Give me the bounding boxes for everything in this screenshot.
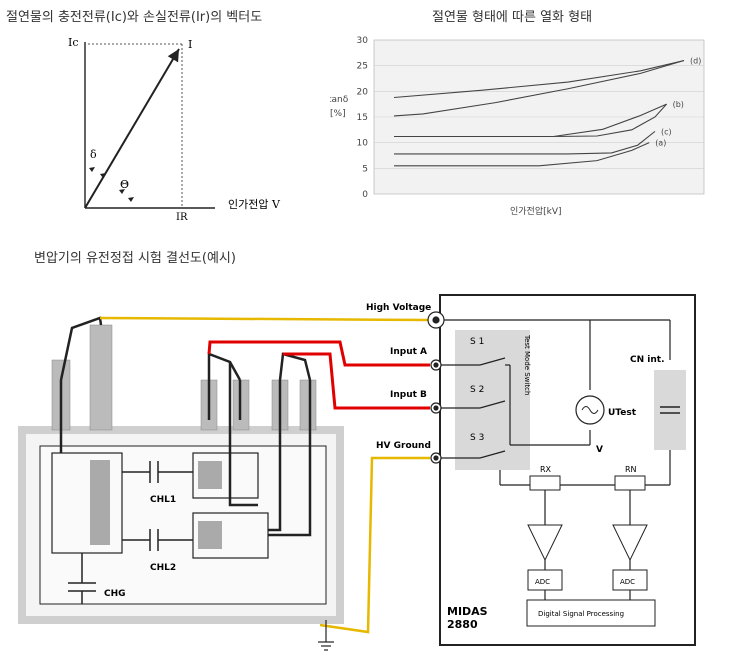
- switch-s1-label: S 1: [470, 337, 484, 347]
- amplifier-n-icon: [612, 524, 648, 562]
- dsp-box: [526, 599, 656, 627]
- hv-core: [90, 460, 110, 545]
- model-label: 2880: [447, 618, 478, 631]
- adc-x-label: ADC: [535, 578, 550, 586]
- rx-resistor: [529, 475, 561, 491]
- degradation-chart-title: 절연물 형태에 따른 열화 형태: [432, 10, 593, 25]
- amplifier-x-icon: [527, 524, 563, 562]
- brand-label: MIDAS: [447, 605, 488, 618]
- rn-label: RN: [625, 465, 637, 474]
- theta-label: Θ: [120, 178, 129, 191]
- chl2-label: CHL2: [150, 563, 176, 573]
- vector-x-axis-label: 인가전압 V: [228, 198, 281, 211]
- ir-label: IR: [176, 212, 188, 223]
- chart-y-tick-label: 30: [357, 36, 369, 46]
- hv-winding-box: [51, 452, 123, 554]
- i-label: I: [188, 38, 192, 51]
- delta-label: δ: [90, 148, 97, 161]
- utest-label: UTest: [608, 408, 637, 418]
- wiring-diagram: CHL1 CHL2 CHG Test Mode Switch High Volt…: [18, 294, 696, 651]
- hv-lead: [99, 316, 431, 322]
- bushing-2: [89, 324, 113, 431]
- chart-y-tick-label: 20: [357, 87, 369, 97]
- vector-diagram: Ic I δ Θ IR 인가전압 V: [68, 36, 281, 223]
- switch-s2-label: S 2: [470, 385, 484, 395]
- chart-series-line-3: [394, 103, 667, 138]
- chart-series-label: (b): [673, 100, 684, 109]
- vector-diagram-title: 절연물의 충전전류(Ic)와 손실전류(Ir)의 벡터도: [6, 10, 263, 25]
- chart-series-label: (d): [690, 57, 701, 66]
- chart-series-line-5: [394, 142, 650, 167]
- ground-lead: [319, 456, 430, 634]
- dsp-label: Digital Signal Processing: [538, 610, 624, 618]
- wiring-diagram-title: 변압기의 유전정접 시험 결선도(예시): [34, 251, 236, 266]
- chart-y-tick-label: 25: [357, 62, 368, 72]
- chart-xlabel: 인가전압[kV]: [510, 205, 562, 217]
- chart-ylabel-tan: tanδ: [330, 95, 349, 105]
- current-vector-line: [84, 48, 180, 209]
- chg-label: CHG: [104, 589, 126, 599]
- rn-resistor: [614, 475, 646, 491]
- degradation-chart: 0 5 10 15 20 25 30 (d) (b) (c) (a) tanδ [%] 인가전압[…: [330, 36, 705, 217]
- lv-winding-box-1: [192, 452, 259, 499]
- chart-series-line-0: [393, 60, 685, 117]
- cn-int-label: CN int.: [630, 355, 664, 365]
- adc-n-label: ADC: [620, 578, 635, 586]
- switch-s3-label: S 3: [470, 433, 484, 443]
- input-a-label: Input A: [390, 347, 427, 357]
- ic-label: Ic: [68, 36, 79, 49]
- chart-ylabel-unit: [%]: [330, 109, 346, 119]
- chart-series-label: (a): [655, 139, 666, 148]
- chart-series-label: (c): [661, 127, 672, 136]
- rx-label: RX: [540, 465, 552, 474]
- ground-symbol: [318, 620, 334, 651]
- chart-series-line-4: [394, 130, 656, 155]
- adc-x-box: [527, 569, 563, 591]
- chart-y-tick-label: 5: [362, 164, 368, 174]
- hv-ground-label: HV Ground: [376, 441, 431, 451]
- input-b-label: Input B: [390, 390, 427, 400]
- input-b-lead: [283, 352, 430, 410]
- chart-series-line-1: [393, 59, 685, 99]
- test-mode-switch-label: Test Mode Switch: [523, 334, 531, 395]
- chl1-label: CHL1: [150, 495, 176, 505]
- v-label: V: [596, 445, 603, 455]
- bushing-6: [299, 379, 317, 431]
- high-voltage-label: High Voltage: [366, 303, 431, 313]
- chart-y-tick-label: 0: [362, 190, 368, 200]
- test-mode-switch-block: [455, 330, 530, 470]
- cn-int-block: [654, 370, 686, 450]
- tank-inner: [39, 445, 327, 605]
- chart-y-tick-label: 15: [357, 113, 368, 123]
- adc-n-box: [612, 569, 648, 591]
- input-a-lead: [207, 340, 430, 367]
- chart-y-tick-label: 10: [357, 139, 369, 149]
